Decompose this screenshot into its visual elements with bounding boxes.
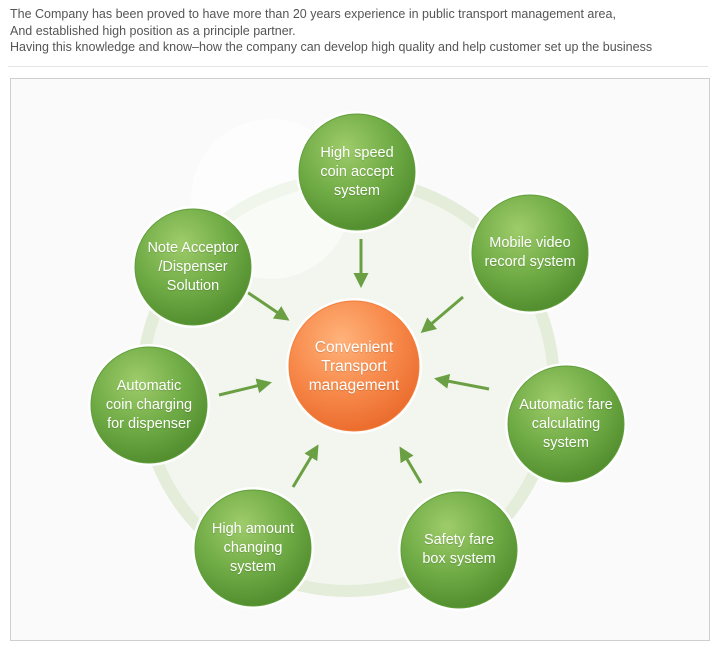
intro-line-3: Having this knowledge and know–how the c… bbox=[10, 40, 653, 54]
node-note-acceptor-dispenser bbox=[134, 208, 252, 326]
intro-line-1: The Company has been proved to have more… bbox=[10, 7, 616, 21]
node-high-amount-changing bbox=[194, 489, 312, 607]
node-automatic-coin-charging bbox=[90, 346, 208, 464]
center-node bbox=[288, 300, 420, 432]
arrow-automatic-fare-calculating bbox=[434, 373, 490, 391]
divider bbox=[8, 66, 708, 67]
intro-line-2: And established high position as a princ… bbox=[10, 23, 296, 38]
arrow-automatic-coin-charging bbox=[218, 378, 272, 397]
arrow-note-acceptor-dispenser bbox=[246, 290, 290, 321]
intro-text: The Company has been proved to have more… bbox=[10, 6, 710, 56]
nodes-layer bbox=[88, 111, 627, 611]
arrow-high-amount-changing bbox=[291, 444, 319, 488]
arrows-layer bbox=[218, 239, 490, 488]
node-safety-fare-box bbox=[400, 491, 518, 609]
node-mobile-video-record bbox=[471, 194, 589, 312]
transport-diagram bbox=[88, 111, 627, 611]
node-automatic-fare-calculating bbox=[507, 365, 625, 483]
arrow-mobile-video-record bbox=[420, 295, 464, 333]
node-high-speed-coin-accept bbox=[298, 113, 416, 231]
arrow-safety-fare-box bbox=[399, 446, 423, 484]
